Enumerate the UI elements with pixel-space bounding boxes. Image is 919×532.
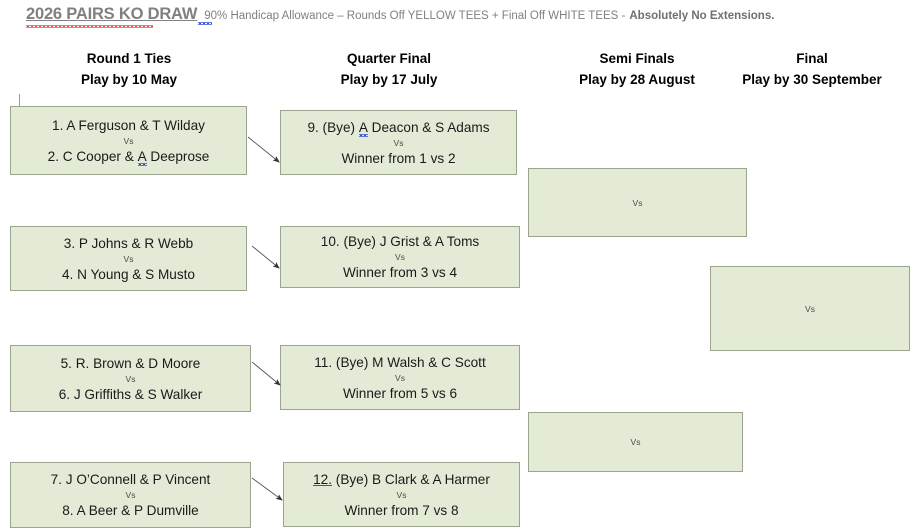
spellcheck-underline-blue	[198, 22, 213, 25]
column-header-final: Final Play by 30 September	[712, 48, 912, 90]
spellcheck-underline-red	[26, 25, 153, 28]
connector-5-to-11	[251, 361, 281, 386]
match-box-final[interactable]: Vs	[710, 266, 910, 351]
vs-label: Vs	[393, 137, 404, 148]
underlined-number: 12.	[313, 471, 333, 487]
column-header-round-1: Round 1 Ties Play by 10 May	[10, 48, 248, 90]
vs-label: Vs	[125, 373, 136, 384]
page-title: 2026 PAIRS KO DRAW 90% Handicap Allowanc…	[26, 5, 775, 28]
column-header-semi-finals: Semi Finals Play by 28 August	[528, 48, 746, 90]
match-team-bottom: 6. J Griffiths & S Walker	[58, 386, 203, 402]
connector-3-to-10	[251, 245, 280, 269]
vs-label: Vs	[396, 489, 407, 500]
vs-label: Vs	[123, 135, 134, 146]
spellcheck-word: A	[358, 119, 368, 137]
match-box-quarter-final-2[interactable]: 10. (Bye) J Grist & A Toms Vs Winner fro…	[280, 226, 520, 288]
match-team-bottom: Winner from 1 vs 2	[341, 150, 456, 166]
match-team-bottom: 8. A Beer & P Dumville	[62, 503, 199, 518]
vs-label: Vs	[123, 253, 134, 264]
column-header-line2: Play by 28 August	[579, 72, 695, 87]
match-team-top: 9. (Bye) A Deacon & S Adams	[307, 119, 490, 137]
connector-7-to-12	[251, 477, 283, 501]
column-header-line1: Round 1 Ties	[86, 51, 172, 66]
match-team-bottom: Winner from 3 vs 4	[342, 265, 458, 280]
match-box-semi-final-2[interactable]: Vs	[528, 412, 743, 472]
match-box-round1-2[interactable]: 3. P Johns & R Webb Vs 4. N Young & S Mu…	[10, 226, 247, 291]
spellcheck-word: A	[137, 148, 147, 166]
vs-label: Vs	[805, 303, 815, 314]
column-header-line1: Semi Finals	[599, 51, 675, 66]
column-header-line2: Play by 30 September	[742, 72, 882, 87]
match-team-top: 10. (Bye) J Grist & A Toms	[320, 234, 480, 249]
match-team-top: 11. (Bye) M Walsh & C Scott	[314, 354, 486, 370]
title-subtitle: 90% Handicap Allowance – Rounds Off YELL…	[198, 10, 626, 25]
match-box-round1-3[interactable]: 5. R. Brown & D Moore Vs 6. J Griffiths …	[10, 345, 251, 412]
match-team-bottom: Winner from 5 vs 6	[342, 385, 458, 401]
column-header-line2: Play by 17 July	[340, 72, 438, 87]
connector-1-to-9	[247, 136, 280, 163]
match-team-top: 7. J O’Connell & P Vincent	[50, 472, 211, 487]
match-team-top: 3. P Johns & R Webb	[63, 235, 194, 251]
column-header-line1: Final	[796, 51, 828, 66]
match-team-top: 1. A Ferguson & T Wilday	[52, 117, 205, 133]
vs-label: Vs	[395, 372, 405, 383]
match-box-round1-4[interactable]: 7. J O’Connell & P Vincent Vs 8. A Beer …	[10, 462, 251, 528]
match-team-top: 5. R. Brown & D Moore	[60, 355, 201, 371]
title-main-label: 2026 PAIRS KO DRAW	[26, 5, 198, 23]
match-box-semi-final-1[interactable]: Vs	[528, 168, 747, 237]
column-header-quarter-final: Quarter Final Play by 17 July	[260, 48, 518, 90]
title-subtitle-label: 90% Handicap Allowance – Rounds Off YELL…	[204, 10, 626, 22]
column-header-line2: Play by 10 May	[80, 72, 178, 87]
title-emphasis: Absolutely No Extensions.	[629, 10, 775, 22]
match-box-quarter-final-4[interactable]: 12. (Bye) B Clark & A Harmer Vs Winner f…	[283, 462, 520, 527]
vs-label: Vs	[395, 252, 405, 262]
match-team-bottom: 2. C Cooper & A Deeprose	[47, 148, 210, 166]
vs-label: Vs	[630, 437, 641, 447]
column-header-line1: Quarter Final	[346, 51, 432, 66]
match-box-quarter-final-3[interactable]: 11. (Bye) M Walsh & C Scott Vs Winner fr…	[280, 345, 520, 410]
match-box-round1-1[interactable]: 1. A Ferguson & T Wilday Vs 2. C Cooper …	[10, 106, 247, 175]
match-team-bottom: 4. N Young & S Musto	[61, 266, 195, 282]
match-team-bottom: Winner from 7 vs 8	[344, 502, 459, 518]
match-team-top: 12. (Bye) B Clark & A Harmer	[313, 471, 490, 487]
vs-label: Vs	[632, 197, 643, 208]
title-main-text: 2026 PAIRS KO DRAW	[26, 5, 198, 28]
match-box-quarter-final-1[interactable]: 9. (Bye) A Deacon & S Adams Vs Winner fr…	[280, 110, 517, 175]
vs-label: Vs	[125, 490, 136, 500]
